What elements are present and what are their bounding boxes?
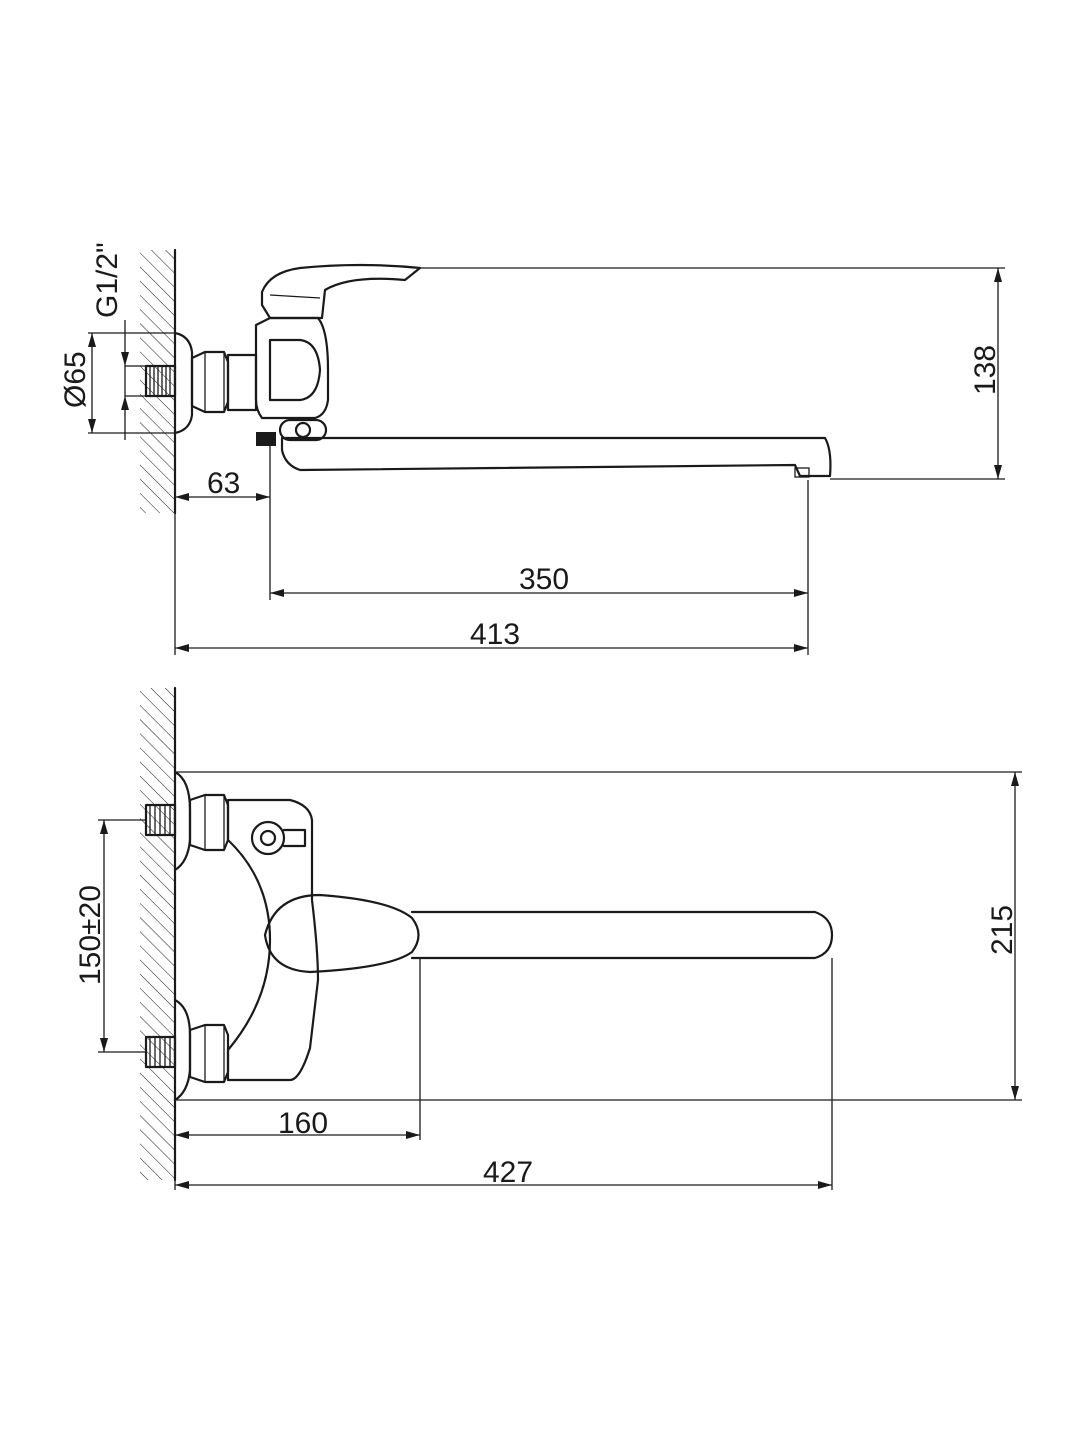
dim-inlet-spacing: 150±20 [74, 819, 146, 1053]
lever-side [260, 263, 422, 320]
wall-hatch-top [140, 688, 175, 1180]
inlet-spacing-label: 150±20 [74, 885, 107, 985]
spout-reach-label: 350 [519, 563, 569, 596]
total-depth-top-label: 427 [483, 1156, 533, 1189]
escutcheon-top-upper [173, 770, 192, 872]
spout-top [410, 910, 834, 960]
nut-top-upper [188, 793, 230, 852]
escutcheon-side [173, 331, 194, 435]
dim-total-depth-side: 413 [174, 513, 808, 655]
dim-height: 138 [420, 267, 1005, 480]
dim-thread: G1/2" [91, 242, 146, 440]
dim-spout-reach: 350 [270, 480, 809, 655]
total-depth-side-label: 413 [470, 618, 520, 651]
escutcheon-top-lower [173, 998, 192, 1102]
side-view [140, 248, 832, 515]
body-connector-side [226, 353, 258, 412]
spout-side [280, 436, 832, 478]
dim-diameter: Ø65 [59, 332, 175, 434]
thread-stub-top-upper [144, 803, 177, 837]
total-width-label: 215 [986, 905, 1019, 955]
nut-side [190, 350, 230, 414]
lever-offset-label: 160 [278, 1107, 328, 1140]
thread-stub-side [144, 364, 177, 398]
dim-lever-offset: 160 [175, 958, 421, 1140]
diverter-top [250, 820, 307, 856]
diameter-label: Ø65 [59, 351, 92, 408]
dim-total-depth-top: 427 [174, 958, 833, 1190]
dim-wall-offset: 63 [175, 446, 271, 600]
top-view [140, 686, 834, 1182]
mixer-body-top [226, 798, 320, 1082]
dim-total-width: 215 [175, 771, 1022, 1101]
thread-stub-top-lower [144, 1035, 177, 1069]
mixer-body-side [254, 316, 330, 420]
thread-label: G1/2" [91, 242, 124, 318]
height-label: 138 [969, 345, 1002, 395]
lever-top [263, 893, 420, 974]
shower-connector-side [256, 432, 276, 446]
nut-top-lower [188, 1023, 230, 1084]
wall-offset-label: 63 [207, 467, 240, 500]
